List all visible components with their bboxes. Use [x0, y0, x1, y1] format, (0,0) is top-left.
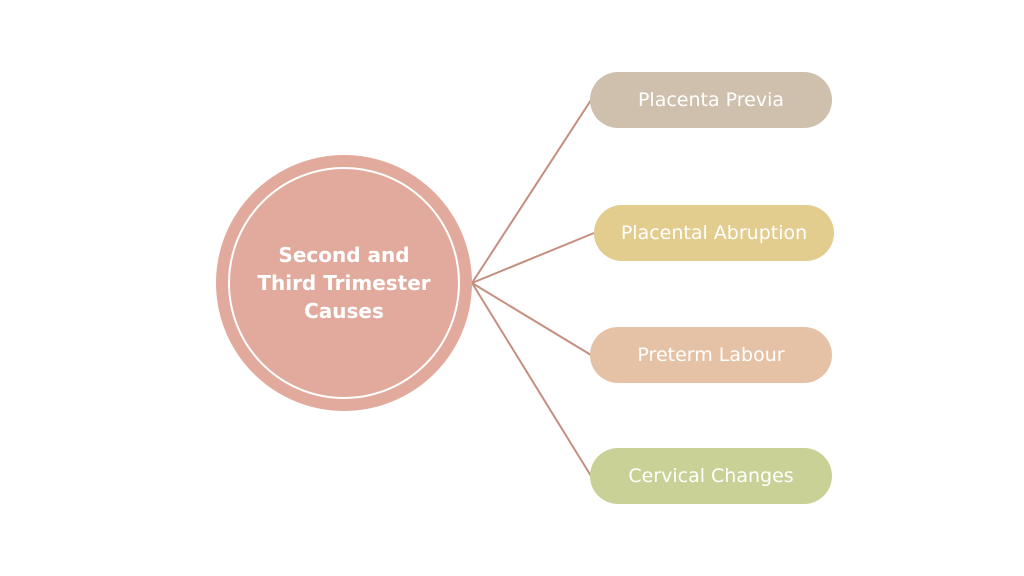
central-topic-circle: Second and Third Trimester Causes: [216, 155, 472, 411]
branch-placental-abruption: Placental Abruption: [594, 205, 834, 261]
branch-placenta-previa: Placenta Previa: [590, 72, 832, 128]
branch-preterm-labour: Preterm Labour: [590, 327, 832, 383]
connector-line-2: [471, 232, 595, 284]
central-topic-ring: Second and Third Trimester Causes: [228, 167, 460, 399]
connector-line-1: [471, 99, 592, 284]
branch-label: Cervical Changes: [628, 465, 794, 487]
branch-label: Placenta Previa: [637, 89, 785, 111]
connector-line-4: [471, 282, 592, 477]
branch-label: Preterm Labour: [637, 344, 785, 366]
central-topic-label: Second and Third Trimester Causes: [257, 243, 431, 323]
connector-line-3: [471, 282, 592, 356]
branch-cervical-changes: Cervical Changes: [590, 448, 832, 504]
branch-label: Placental Abruption: [620, 222, 808, 244]
